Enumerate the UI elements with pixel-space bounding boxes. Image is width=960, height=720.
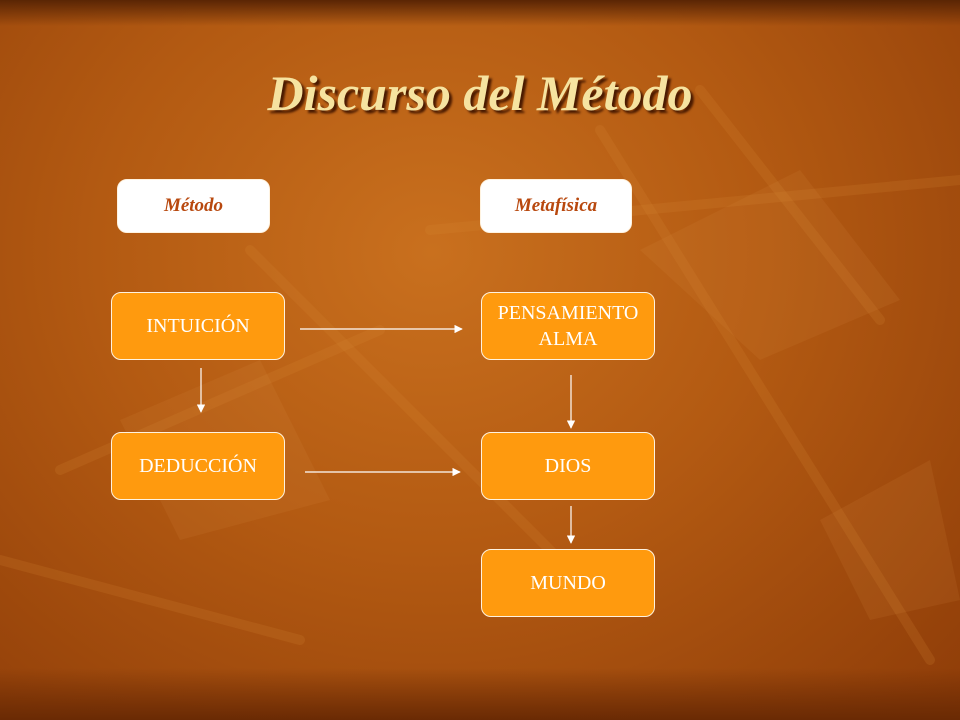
node-intuicion: INTUICIÓN [111,292,285,360]
header-metodo: Método [117,179,270,233]
node-alma-label: ALMA [538,328,598,350]
top-shade [0,0,960,26]
node-dios: DIOS [481,432,655,500]
node-mundo: MUNDO [481,549,655,617]
bottom-shade [0,668,960,720]
header-metafisica: Metafísica [480,179,632,233]
node-deduccion: DEDUCCIÓN [111,432,285,500]
node-pensamiento-alma: PENSAMIENTO ALMA [481,292,655,360]
node-pensamiento-label: PENSAMIENTO [497,302,639,324]
slide-title: Discurso del Método [267,65,693,121]
